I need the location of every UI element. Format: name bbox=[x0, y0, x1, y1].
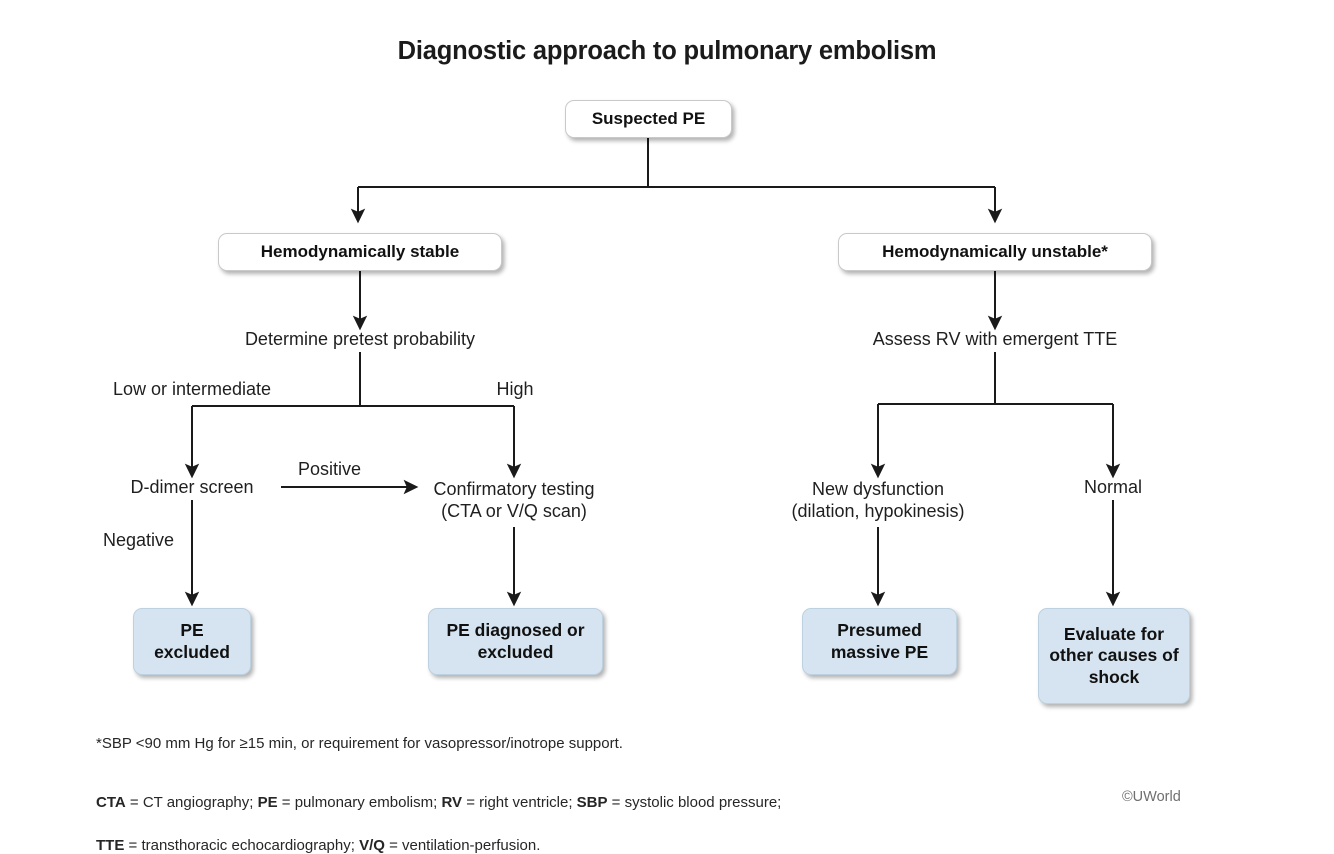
node-pe-diagnosed-or-excluded: PE diagnosed or excluded bbox=[428, 608, 603, 675]
node-presumed-massive-pe: Presumed massive PE bbox=[802, 608, 957, 675]
page-title: Diagnostic approach to pulmonary embolis… bbox=[397, 37, 937, 66]
node-suspected-pe: Suspected PE bbox=[565, 100, 732, 138]
node-d-dimer-screen: D-dimer screen bbox=[130, 476, 254, 497]
node-confirmatory-testing: Confirmatory testing (CTA or V/Q scan) bbox=[433, 479, 595, 521]
edge-label-positive: Positive bbox=[298, 459, 362, 479]
node-hemodynamically-stable: Hemodynamically stable bbox=[218, 233, 502, 271]
label-low-or-intermediate: Low or intermediate bbox=[112, 378, 272, 399]
node-evaluate-other-causes: Evaluate for other causes of shock bbox=[1038, 608, 1190, 704]
footnote-abbreviations: CTA = CT angiography; PE = pulmonary emb… bbox=[96, 770, 781, 854]
node-assess-rv: Assess RV with emergent TTE bbox=[872, 328, 1118, 349]
node-hemodynamically-unstable: Hemodynamically unstable* bbox=[838, 233, 1152, 271]
footnote-abbrev-line-2: TTE = transthoracic echocardiography; V/… bbox=[96, 837, 541, 854]
node-normal: Normal bbox=[1083, 476, 1142, 497]
uworld-watermark: ©UWorld bbox=[1122, 789, 1181, 805]
node-determine-pretest-probability: Determine pretest probability bbox=[244, 328, 476, 349]
footnote-abbrev-line-1: CTA = CT angiography; PE = pulmonary emb… bbox=[96, 793, 782, 811]
footnote-asterisk: *SBP <90 mm Hg for ≥15 min, or requireme… bbox=[96, 735, 623, 752]
edge-label-negative: Negative bbox=[103, 530, 175, 550]
node-new-dysfunction: New dysfunction (dilation, hypokinesis) bbox=[791, 479, 965, 521]
node-pe-excluded: PE excluded bbox=[133, 608, 251, 675]
label-high: High bbox=[496, 378, 534, 399]
